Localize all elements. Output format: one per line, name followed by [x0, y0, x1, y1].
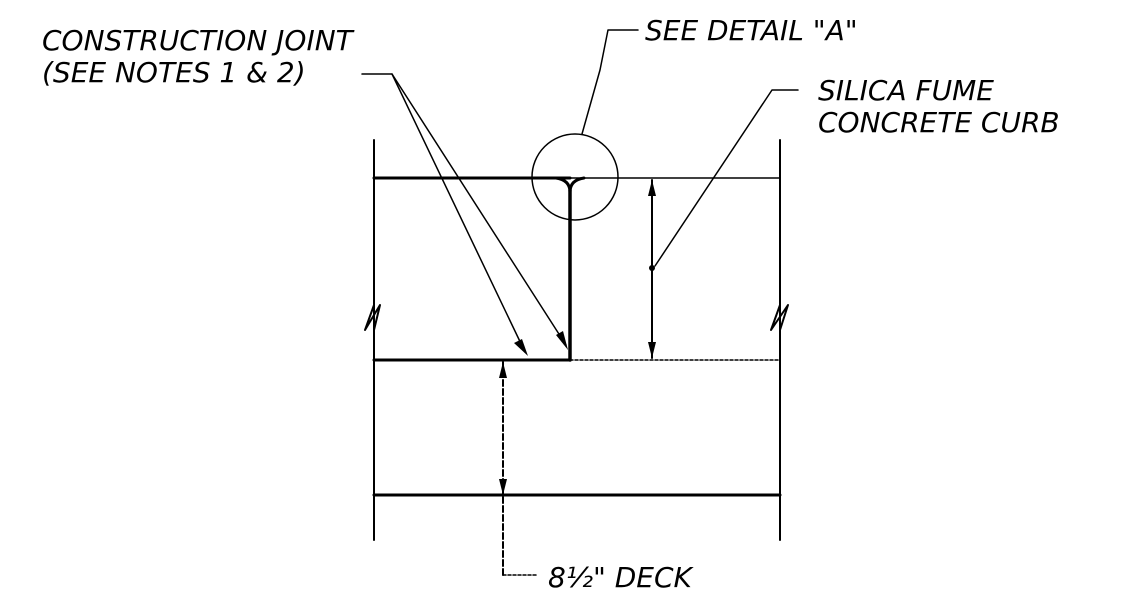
- construction-joint-leader-1: [361, 73, 526, 353]
- curb-dimension-dot: [649, 265, 655, 271]
- deck-thickness-label: 8½" DECK: [548, 561, 695, 593]
- detail-a-circle: [531, 133, 619, 221]
- construction-joint-leader-2: [391, 73, 567, 346]
- deck-thickness-fraction: ½: [566, 561, 593, 593]
- construction-joint-leader-2-arrow: [556, 331, 568, 350]
- deck-thickness-suffix: " DECK: [593, 561, 695, 593]
- curb-dimension-arrow-top: [648, 180, 656, 196]
- construction-joint-label-line2: (SEE NOTES 1 & 2): [42, 56, 306, 89]
- curb-dimension-arrow-bottom: [648, 342, 656, 358]
- silica-fume-leader: [654, 89, 799, 267]
- deck-thickness-whole: 8: [548, 561, 566, 593]
- deck-dimension-arrow-top: [499, 362, 507, 378]
- see-detail-leader: [581, 29, 639, 135]
- construction-joint-leader-1-arrow: [514, 339, 528, 356]
- left-break-symbol: [364, 261, 381, 361]
- deck-dimension-arrow-bottom: [499, 479, 507, 495]
- construction-joint-label-line1: CONSTRUCTION JOINT: [42, 24, 355, 57]
- right-break-symbol: [770, 261, 789, 361]
- see-detail-label: SEE DETAIL "A": [645, 14, 858, 47]
- joint-groove: [554, 176, 586, 194]
- silica-fume-label-line2: CONCRETE CURB: [818, 106, 1060, 139]
- silica-fume-label-line1: SILICA FUME: [818, 74, 994, 107]
